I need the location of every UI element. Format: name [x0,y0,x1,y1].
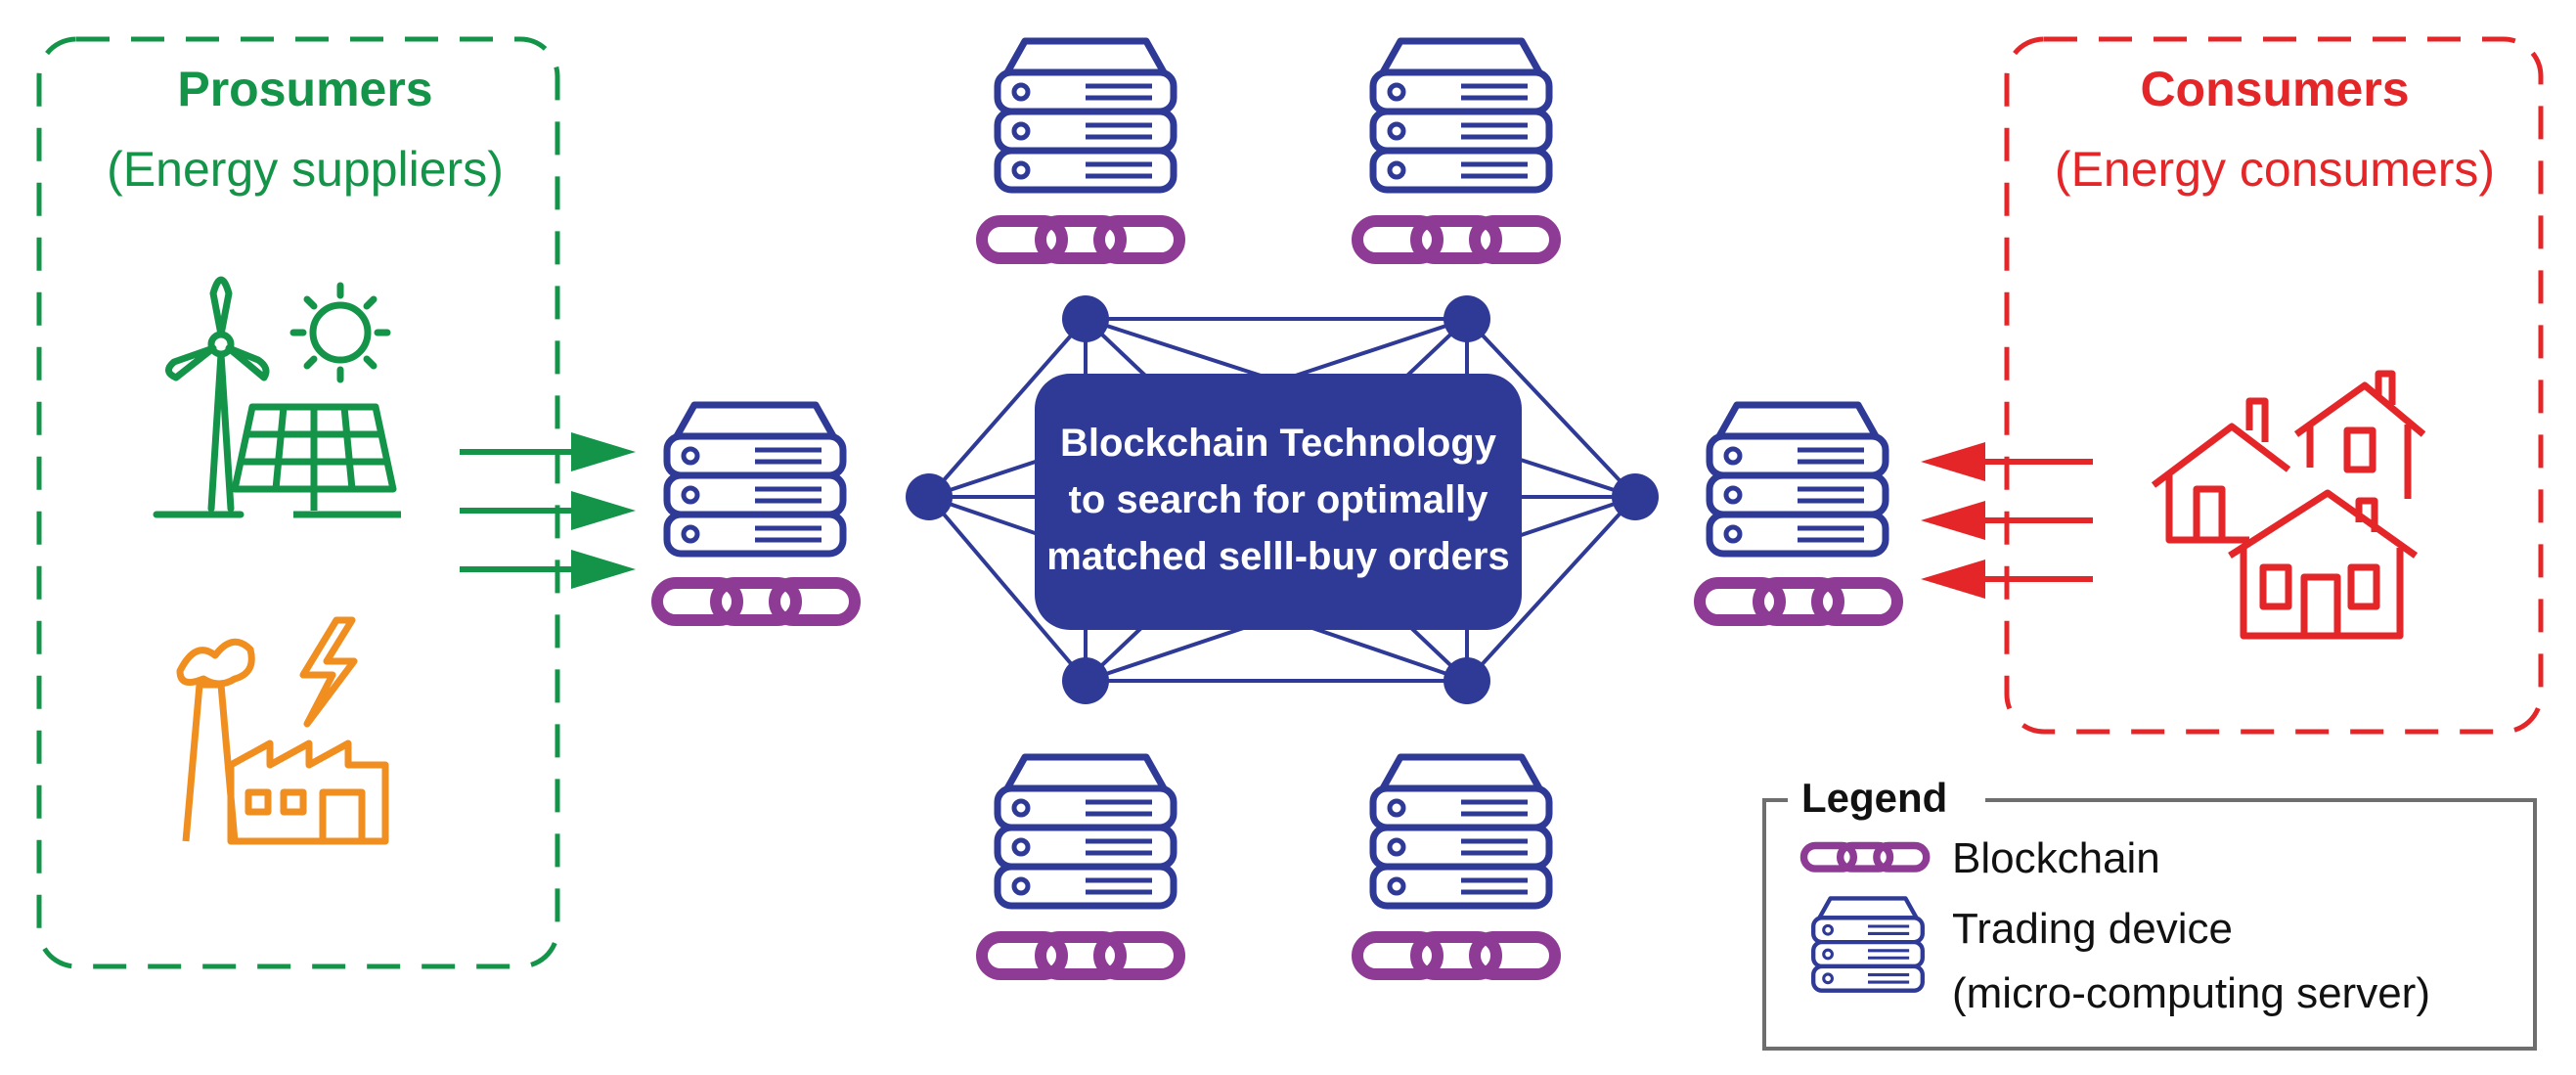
prosumers-dashed-box [36,36,560,969]
consumers-subtitle: (Energy consumers) [2055,142,2495,197]
arrow-icon [1921,560,1985,599]
chain-link-icon [982,937,1179,974]
chain-link-icon [1357,221,1555,258]
prosumers-group: Prosumers (Energy suppliers) [36,36,636,969]
prosumers-subtitle: (Energy suppliers) [107,142,504,197]
arrow-icon [1921,501,1985,540]
center-text-line-2: to search for optimally [1069,478,1489,521]
trading-device-bottom-right [1357,757,1555,974]
center-text-line-3: matched selll-buy orders [1046,535,1509,578]
center-box [1035,374,1522,630]
houses-icon [2151,370,2426,640]
prosumers-title: Prosumers [177,62,432,116]
chain-link-icon [1700,583,1897,620]
arrow-icon [571,550,636,589]
legend-chain-icon [1803,845,1926,869]
server-icon [998,41,1174,190]
server-icon [667,405,843,554]
consumer-arrows [1921,442,2093,599]
trading-device-consumer [1700,405,1897,620]
prosumer-arrows [460,432,636,589]
arrow-icon [571,432,636,471]
sun-icon [289,282,391,383]
center-text-line-1: Blockchain Technology [1060,422,1497,465]
wind-turbine-icon [153,276,270,518]
consumers-dashed-box [2004,36,2544,735]
consumers-title: Consumers [2140,62,2409,116]
server-icon [1373,41,1549,190]
factory-icon [176,638,389,845]
arrow-icon [571,491,636,530]
network-nodes [906,295,1659,704]
legend-device-label-1: Trading device [1952,905,2233,953]
network-node [906,473,953,520]
solar-panel-icon [231,403,401,518]
server-icon [1373,757,1549,906]
chain-link-icon [657,583,855,620]
chain-link-icon [1357,937,1555,974]
legend-server-icon [1813,898,1923,990]
server-icon [1710,405,1886,554]
network-node [1443,295,1490,342]
legend-frame [1762,798,2537,1051]
network-node [1062,657,1109,704]
arrow-icon [1921,442,1985,481]
trading-device-bottom-left [982,757,1179,974]
network-node [1062,295,1109,342]
network-node [1443,657,1490,704]
network-node [1612,473,1659,520]
legend-title: Legend [1801,775,1947,821]
chain-link-icon [982,221,1179,258]
trading-device-prosumer [657,405,855,620]
trading-device-top-left [982,41,1179,258]
blockchain-network: Blockchain Technology to search for opti… [906,295,1659,704]
server-icon [998,757,1174,906]
trading-device-top-right [1357,41,1555,258]
lightning-bolt-icon [299,616,358,728]
legend: Legend Blockchain Trading device (micro-… [1762,775,2537,1051]
legend-device-label-2: (micro-computing server) [1952,969,2430,1017]
legend-blockchain-label: Blockchain [1952,834,2160,882]
consumers-group: Consumers (Energy consumers) [1921,36,2544,735]
